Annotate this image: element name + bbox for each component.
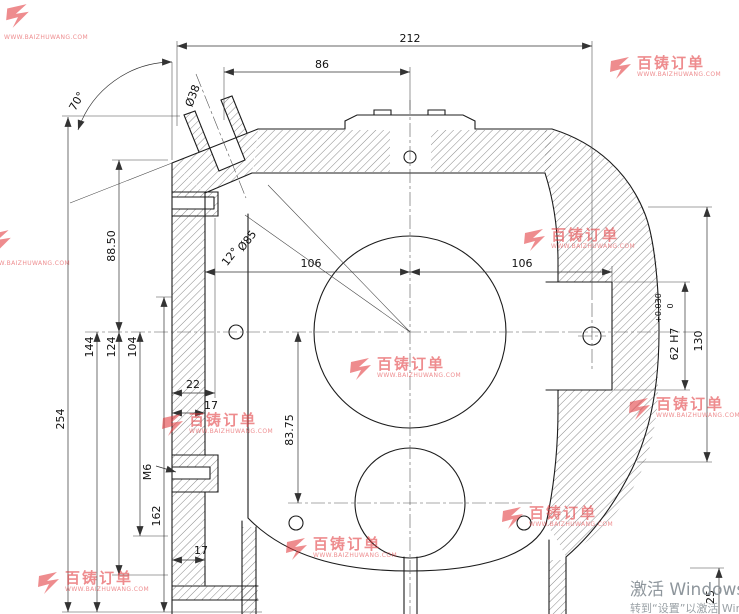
dim-130-label: 130: [692, 331, 705, 352]
dim-88-50-label: 88.50: [105, 230, 118, 262]
dim-17-lower-label: 17: [194, 544, 208, 557]
windows-activation-title: 激活 Windows: [630, 580, 739, 600]
dim-62h7-label: 62 H7: [668, 328, 681, 361]
dim-254-label: 254: [54, 409, 67, 430]
dim-104-label: 104: [126, 337, 139, 358]
dim-212-label: 212: [400, 32, 421, 45]
dim-dia38-label: Ø38: [183, 83, 203, 109]
section-hatching: [172, 96, 658, 614]
dim-86-label: 86: [315, 58, 329, 71]
dim-124-label: 124: [105, 337, 118, 358]
windows-activation-subtitle: 转到“设置”以激活 Windows。: [630, 602, 739, 614]
dim-162-label: 162: [150, 506, 163, 527]
dim-62h7-tol-lower: 0: [666, 303, 675, 308]
dim-22-label: 22: [186, 378, 200, 391]
dim-25-label: 25: [704, 590, 717, 604]
dim-70deg-label: 70°: [66, 90, 87, 113]
dim-83-75-label: 83.75: [283, 414, 296, 446]
dim-17-upper-label: 17: [204, 399, 218, 412]
hole-cutouts: [172, 137, 245, 479]
bolt-hole: [288, 515, 304, 531]
dim-dia85-label: Ø85: [235, 228, 259, 254]
dim-144-label: 144: [83, 337, 96, 358]
dim-62h7-tol-upper: +0.030: [654, 293, 663, 323]
center-lines: [85, 73, 700, 614]
dim-m6-label: M6: [141, 464, 154, 481]
bores-and-holes: [228, 150, 602, 559]
windows-activation-watermark: 激活 Windows 转到“设置”以激活 Windows。: [630, 580, 739, 614]
dim-106-right-label: 106: [512, 257, 533, 270]
dimension-lines: [64, 42, 723, 614]
bolt-hole: [516, 515, 532, 531]
dim-106-left-label: 106: [301, 257, 322, 270]
